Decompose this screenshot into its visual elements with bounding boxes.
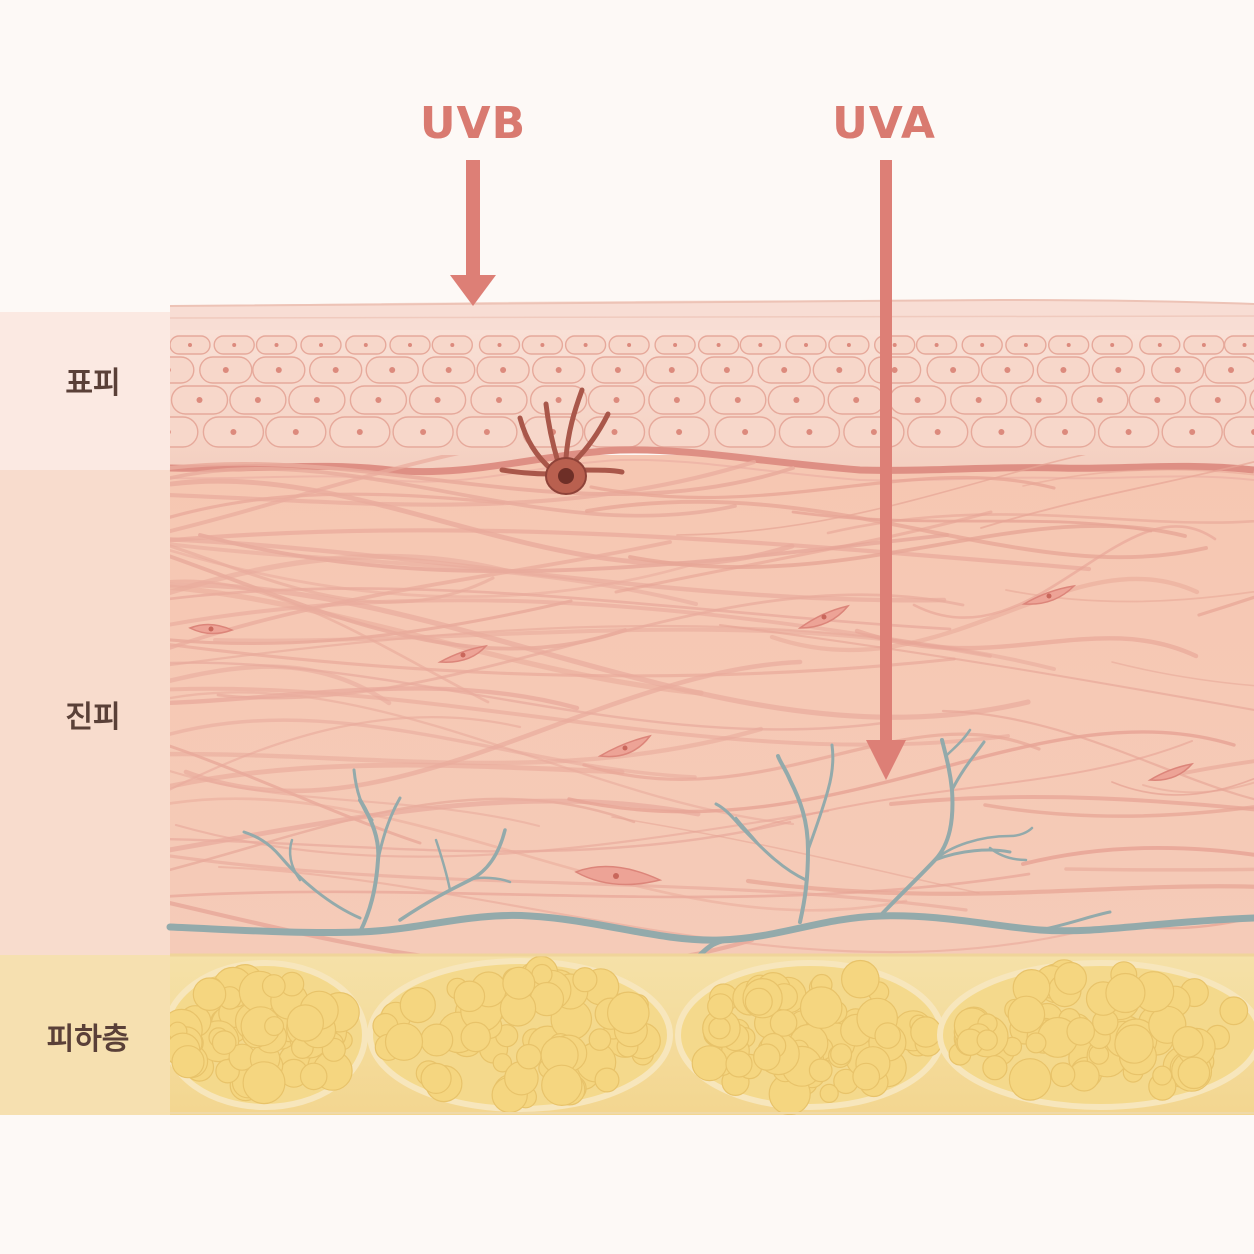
uvb-label: UVB	[420, 98, 526, 149]
fat-cell	[744, 987, 773, 1016]
epidermal-cell	[1249, 385, 1254, 415]
fat-cell	[420, 1062, 452, 1095]
fat-cell	[840, 959, 880, 999]
fat-lobules	[170, 955, 1254, 1115]
fat-cell	[242, 1061, 286, 1105]
fat-cell	[819, 1083, 839, 1104]
fat-cell	[420, 1023, 454, 1057]
fat-cell	[261, 974, 286, 998]
uvb-arrow	[450, 160, 496, 306]
dermis-label-band	[0, 470, 170, 955]
fat-cell	[753, 1043, 781, 1071]
dermis-label: 진피	[65, 700, 120, 735]
fat-cell	[588, 1028, 612, 1051]
fat-cell	[1152, 1065, 1173, 1086]
fat-cell	[264, 1016, 285, 1037]
fat-cell	[384, 1022, 424, 1061]
fat-cell	[708, 1016, 731, 1040]
fat-cell	[1219, 996, 1249, 1026]
uva-arrow	[866, 160, 906, 780]
fat-cell	[399, 986, 436, 1024]
fat-cell	[1105, 972, 1146, 1014]
fat-cell	[171, 1045, 205, 1079]
epidermal-cell	[1223, 416, 1254, 448]
uva-label: UVA	[832, 98, 936, 149]
fat-cell	[852, 1062, 881, 1091]
fat-cell	[1007, 995, 1046, 1034]
collagen-fibers	[170, 455, 1254, 955]
fat-cell	[211, 1030, 237, 1055]
fat-cell	[1025, 1032, 1047, 1054]
epidermal-cell	[170, 416, 199, 448]
fat-cell	[286, 1004, 324, 1042]
fat-cell	[874, 1022, 901, 1049]
fat-cell	[1171, 1025, 1204, 1058]
fat-cell	[1050, 1062, 1076, 1088]
epidermis-label: 표피	[65, 366, 120, 401]
epidermal-cell	[1223, 335, 1254, 355]
fibroblast	[1147, 762, 1195, 781]
fat-cell	[976, 1029, 998, 1051]
fat-cell	[982, 1055, 1008, 1081]
fat-cell	[192, 977, 227, 1012]
fat-cell	[541, 1064, 583, 1107]
epidermis-label-band	[0, 312, 170, 470]
fat-cell	[691, 1045, 728, 1082]
fat-cell	[1114, 1024, 1154, 1064]
fat-cell	[453, 980, 486, 1013]
subcutis-label-band	[0, 955, 170, 1115]
fat-cell	[808, 1058, 833, 1083]
fat-cell	[572, 967, 598, 993]
fat-cell	[830, 1043, 853, 1066]
basement-membrane	[169, 446, 1254, 476]
fat-cell	[606, 991, 650, 1035]
fat-cell	[799, 986, 843, 1029]
fat-cell	[1053, 961, 1087, 995]
fat-cell	[1066, 1017, 1095, 1046]
fat-cell	[594, 1067, 620, 1093]
fat-cell	[515, 1043, 542, 1070]
fat-cell	[460, 1021, 491, 1053]
fat-cell	[299, 1062, 328, 1091]
blood-vessels	[166, 728, 1254, 958]
fat-cell	[1008, 1058, 1052, 1101]
epidermal-cell	[170, 356, 195, 384]
subcutis-label: 피하층	[47, 1022, 130, 1057]
fat-cell	[769, 1009, 798, 1037]
melanocyte	[499, 387, 625, 495]
fat-cell	[1177, 1056, 1211, 1090]
fat-cell	[725, 1050, 753, 1078]
fat-cell	[707, 993, 734, 1020]
fat-cell	[502, 966, 536, 1000]
fat-cell	[910, 1016, 942, 1048]
fat-cell	[492, 1053, 512, 1073]
